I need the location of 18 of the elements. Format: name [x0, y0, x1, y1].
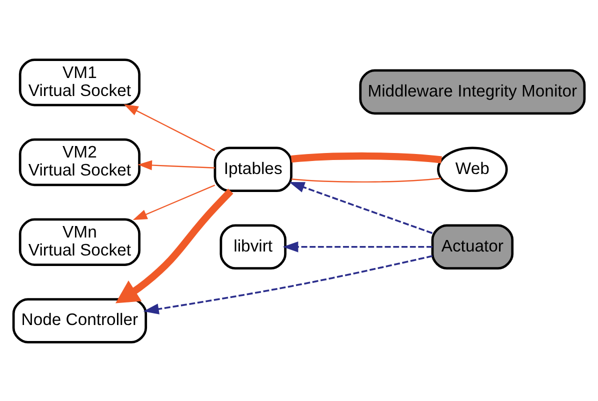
arrow — [143, 254, 433, 314]
node-box: Middleware Integrity Monitor — [359, 68, 586, 114]
node-box: VMn Virtual Socket — [18, 218, 140, 266]
node-box: libvirt — [220, 224, 286, 270]
node-box: VM1 Virtual Socket — [18, 58, 140, 106]
connector — [290, 152, 442, 163]
node-box: VM2 Virtual Socket — [18, 138, 140, 186]
connector — [291, 177, 442, 182]
node-box: Iptables — [214, 146, 292, 192]
node-ellipse: Web — [437, 146, 508, 192]
node-box: Actuator — [431, 224, 514, 270]
arrow — [138, 160, 215, 170]
arrow — [132, 184, 216, 220]
node-box: Node Controller — [12, 298, 148, 343]
arrow — [115, 188, 234, 303]
arrow — [289, 181, 433, 234]
arrow — [282, 240, 432, 252]
arrow — [124, 104, 216, 151]
